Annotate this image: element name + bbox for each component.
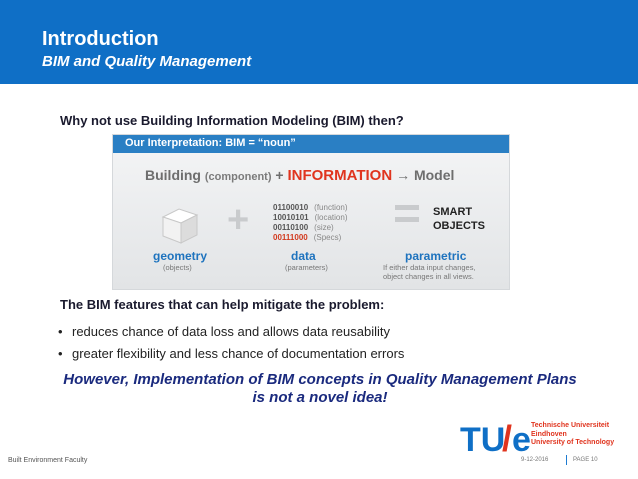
bit-row: 00111000(Specs) — [273, 233, 342, 242]
logo-mark-slash: / — [502, 418, 512, 457]
bullet-marker: • — [58, 346, 63, 361]
features-heading: The BIM features that can help mitigate … — [60, 297, 385, 312]
data-sublabel: (parameters) — [285, 263, 328, 272]
formula-component: (component) — [204, 171, 272, 183]
conclusion-text: However, Implementation of BIM concepts … — [63, 371, 577, 406]
parametric-sublabel: If either data input changes, object cha… — [383, 263, 476, 281]
cube-icon — [161, 208, 199, 244]
data-bits: 01100010(function) 10010101(location) 00… — [273, 203, 348, 243]
bullet-text: reduces chance of data loss and allows d… — [72, 324, 390, 339]
university-name: Technische Universiteit Eindhoven Univer… — [531, 422, 615, 446]
footer-divider — [566, 455, 567, 465]
question-text: Why not use Building Information Modelin… — [60, 113, 404, 128]
parametric-label: parametric — [405, 249, 467, 263]
bullet-marker: • — [58, 324, 63, 339]
figure-banner-text: Our Interpretation: BIM = “noun” — [125, 137, 296, 149]
data-label: data — [291, 249, 316, 263]
plus-icon: + — [227, 199, 250, 241]
footer-date: 9-12-2016 — [521, 457, 549, 463]
bim-formula: Building (component) + INFORMATION → Mod… — [145, 167, 454, 184]
smart-objects-label: SMART OBJECTS — [433, 206, 485, 232]
equals-icon — [395, 205, 419, 227]
formula-building: Building — [145, 167, 201, 183]
bit-row: 01100010(function) — [273, 203, 348, 212]
figure-banner: Our Interpretation: BIM = “noun” — [113, 135, 509, 153]
footer-page-number: PAGE 10 — [573, 457, 598, 463]
slide-subtitle: BIM and Quality Management — [42, 53, 252, 70]
list-item: • reduces chance of data loss and allows … — [58, 324, 390, 339]
formula-plus: + — [275, 167, 284, 183]
bit-row: 10010101(location) — [273, 213, 348, 222]
list-item: • greater flexibility and less chance of … — [58, 346, 404, 361]
tue-logo: TU / e — [460, 418, 531, 457]
logo-mark-e: e — [512, 421, 531, 457]
bullet-text: greater flexibility and less chance of d… — [72, 346, 405, 361]
title-bar: Introduction BIM and Quality Management — [0, 0, 638, 84]
formula-arrow: → — [396, 167, 411, 183]
geometry-sublabel: (objects) — [163, 263, 192, 272]
formula-information: INFORMATION — [287, 167, 393, 184]
logo-mark-tu: TU — [460, 421, 505, 457]
footer-faculty: Built Environment Faculty — [8, 457, 88, 464]
bim-interpretation-figure: Our Interpretation: BIM = “noun” Buildin… — [112, 134, 510, 290]
bit-row: 00110100(size) — [273, 223, 334, 232]
slide-title: Introduction — [42, 28, 159, 50]
formula-model: Model — [413, 167, 455, 183]
geometry-label: geometry — [153, 249, 208, 263]
